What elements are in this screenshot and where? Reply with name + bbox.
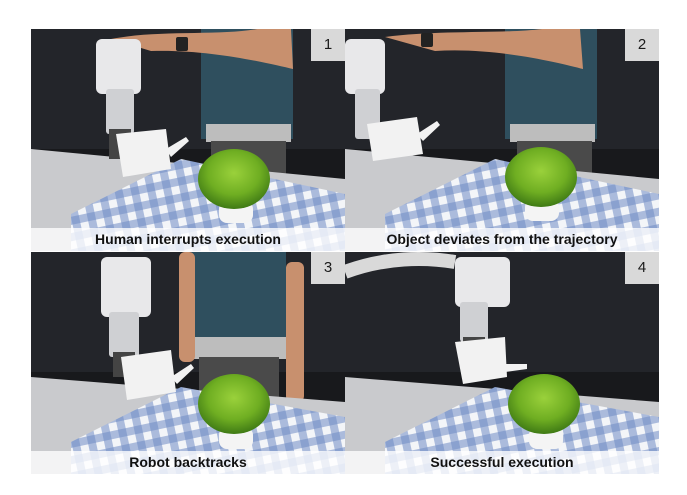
person-arm: [286, 262, 304, 402]
robot-arm: [101, 257, 151, 317]
photo-panel-1: 1 Human interrupts execution: [31, 29, 345, 251]
robot-arm: [345, 39, 385, 94]
scene-successful-execution: [345, 252, 659, 474]
person-arm: [385, 29, 583, 69]
photo-panel-2: 2 Object deviates from the trajectory: [345, 29, 659, 251]
panel-number-badge: 1: [311, 29, 345, 61]
plant: [198, 374, 270, 434]
person-shirt: [191, 252, 286, 347]
panel-caption: Robot backtracks: [31, 451, 345, 474]
panel-caption: Human interrupts execution: [31, 228, 345, 251]
watering-can: [121, 350, 176, 400]
robot-arm: [455, 257, 510, 307]
photo-panel-4: 4 Successful execution: [345, 252, 659, 474]
panel-number-badge: 3: [311, 252, 345, 284]
panel-number-badge: 2: [625, 29, 659, 61]
scene-object-deviates: [345, 29, 659, 251]
scene-robot-backtracks: [31, 252, 345, 474]
plant: [198, 149, 270, 209]
panel-caption: Successful execution: [345, 451, 659, 474]
plant: [508, 374, 580, 434]
panel-caption: Object deviates from the trajectory: [345, 228, 659, 251]
scene-human-interrupts: [31, 29, 345, 251]
person-arm: [111, 29, 293, 69]
watering-can: [116, 129, 171, 177]
robot-arm: [96, 39, 141, 94]
watering-can: [367, 117, 423, 161]
watering-can: [455, 337, 507, 384]
panel-number-badge: 4: [625, 252, 659, 284]
photo-panel-3: 3 Robot backtracks: [31, 252, 345, 474]
plant: [505, 147, 577, 207]
